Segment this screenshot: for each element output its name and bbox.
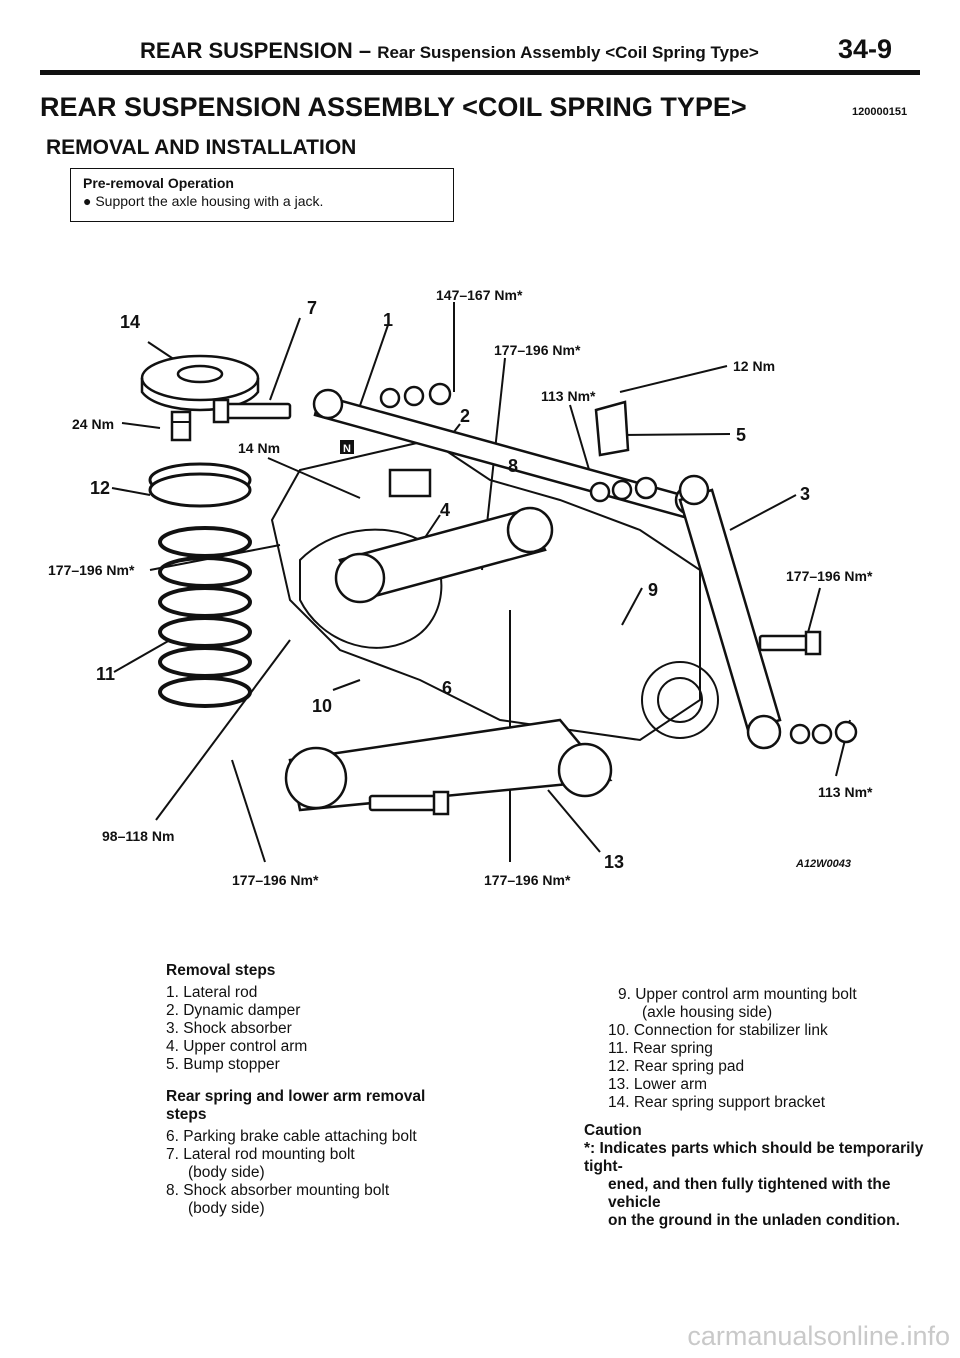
list-item: 6. Parking brake cable attaching bolt xyxy=(166,1128,417,1145)
list-item: 1. Lateral rod xyxy=(166,984,258,1001)
list-item-continuation: (body side) xyxy=(188,1200,265,1217)
part-number: 12 xyxy=(90,478,111,498)
part-number: 13 xyxy=(604,852,625,872)
list-item: 12. Rear spring pad xyxy=(608,1058,745,1075)
suspension-exploded-diagram: N xyxy=(111,302,858,863)
torque-label: 14 Nm xyxy=(238,440,281,456)
torque-label: 113 Nm* xyxy=(818,784,873,800)
section-heading: REMOVAL AND INSTALLATION xyxy=(46,136,357,159)
torque-label: 113 Nm* xyxy=(541,388,596,404)
list-item: 4. Upper control arm xyxy=(166,1038,308,1055)
svg-text:N: N xyxy=(343,443,351,455)
spring-removal-heading: Rear spring and lower arm removal xyxy=(166,1088,426,1105)
part-number: 7 xyxy=(307,298,318,318)
left-column: Removal steps 1. Lateral rod 2. Dynamic … xyxy=(166,962,466,1218)
doc-code: 120000151 xyxy=(852,106,908,118)
part-number: 10 xyxy=(312,696,333,716)
part-number: 8 xyxy=(508,456,519,476)
pre-removal-box: Pre-removal Operation ● Support the axle… xyxy=(70,168,454,222)
spring-removal-heading-2: steps xyxy=(166,1106,207,1123)
watermark: carmanualsonline.info xyxy=(687,1321,950,1351)
torque-label: 24 Nm xyxy=(72,416,115,432)
pre-removal-item: ● Support the axle housing with a jack. xyxy=(83,193,324,209)
header-rule xyxy=(40,70,920,75)
list-item: 11. Rear spring xyxy=(608,1040,713,1057)
list-item: 9. Upper control arm mounting bolt xyxy=(618,986,857,1003)
header-dash: – xyxy=(352,38,378,63)
page-title: REAR SUSPENSION ASSEMBLY <COIL SPRING TY… xyxy=(40,92,747,122)
caution-block: Caution *: Indicates parts which should … xyxy=(584,1122,924,1230)
caution-line: on the ground in the unladen condition. xyxy=(608,1212,900,1229)
list-item: 14. Rear spring support bracket xyxy=(608,1094,826,1111)
torque-label: 177–196 Nm* xyxy=(232,872,319,888)
header-main: REAR SUSPENSION xyxy=(140,38,353,63)
figure-code: A12W0043 xyxy=(796,858,852,870)
list-item: 2. Dynamic damper xyxy=(166,1002,301,1019)
list-item-continuation: (axle housing side) xyxy=(642,1004,773,1021)
list-item: 5. Bump stopper xyxy=(166,1056,280,1073)
list-item: 3. Shock absorber xyxy=(166,1020,292,1037)
torque-label: 177–196 Nm* xyxy=(48,562,135,578)
part-number: 6 xyxy=(442,678,453,698)
list-item-continuation: (body side) xyxy=(188,1164,265,1181)
torque-label: 98–118 Nm xyxy=(102,828,175,844)
torque-label: 12 Nm xyxy=(733,358,776,374)
part-number: 1 xyxy=(383,310,394,330)
part-number: 9 xyxy=(648,580,659,600)
list-item: 10. Connection for stabilizer link xyxy=(608,1022,828,1039)
torque-label: 147–167 Nm* xyxy=(436,287,523,303)
torque-label: 177–196 Nm* xyxy=(484,872,571,888)
part-number: 14 xyxy=(120,312,141,332)
removal-heading: Removal steps xyxy=(166,962,276,979)
part-number: 11 xyxy=(96,664,116,684)
page-number: 34-9 xyxy=(838,34,893,64)
caution-heading: Caution xyxy=(584,1122,642,1139)
caution-line: *: Indicates parts which should be tempo… xyxy=(584,1140,924,1175)
running-header: REAR SUSPENSION – Rear Suspension Assemb… xyxy=(140,38,759,64)
part-number: 3 xyxy=(800,484,811,504)
caution-line: ened, and then fully tightened with the … xyxy=(608,1176,891,1211)
list-item: 7. Lateral rod mounting bolt xyxy=(166,1146,355,1163)
header-sub: Rear Suspension Assembly <Coil Spring Ty… xyxy=(377,43,759,62)
part-number: 2 xyxy=(460,406,471,426)
torque-label: 177–196 Nm* xyxy=(786,568,873,584)
pre-removal-heading: Pre-removal Operation xyxy=(83,175,234,191)
right-column: 9. Upper control arm mounting bolt (axle… xyxy=(608,986,928,1112)
list-item: 13. Lower arm xyxy=(608,1076,708,1093)
torque-label: 177–196 Nm* xyxy=(494,342,581,358)
part-number: 4 xyxy=(440,500,451,520)
part-number: 5 xyxy=(736,425,747,445)
list-item: 8. Shock absorber mounting bolt xyxy=(166,1182,390,1199)
